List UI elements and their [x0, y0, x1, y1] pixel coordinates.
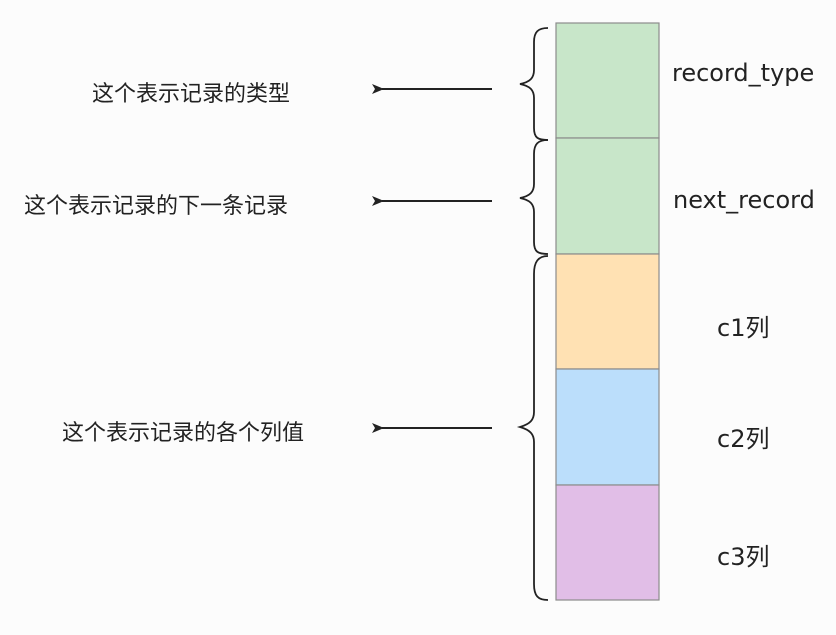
field-block-c1: [555, 253, 660, 370]
field-label-c3: c3列: [717, 543, 770, 571]
description-next-record: 这个表示记录的下一条记录: [24, 194, 289, 219]
field-label-c2: c2列: [717, 425, 770, 453]
field-block-next-record: [555, 137, 660, 255]
field-block-record-type: [555, 22, 660, 139]
description-column-values: 这个表示记录的各个列值: [62, 421, 305, 446]
field-label-c1: c1列: [717, 314, 770, 342]
description-record-type: 这个表示记录的类型: [92, 82, 291, 107]
field-block-c3: [555, 484, 660, 601]
field-label-record-type: record_type: [672, 59, 815, 87]
brace-next-record: [519, 139, 549, 255]
field-block-c2: [555, 368, 660, 486]
brace-column-values: [516, 255, 549, 601]
field-label-next-record: next_record: [673, 186, 815, 214]
brace-record-type: [519, 27, 549, 141]
